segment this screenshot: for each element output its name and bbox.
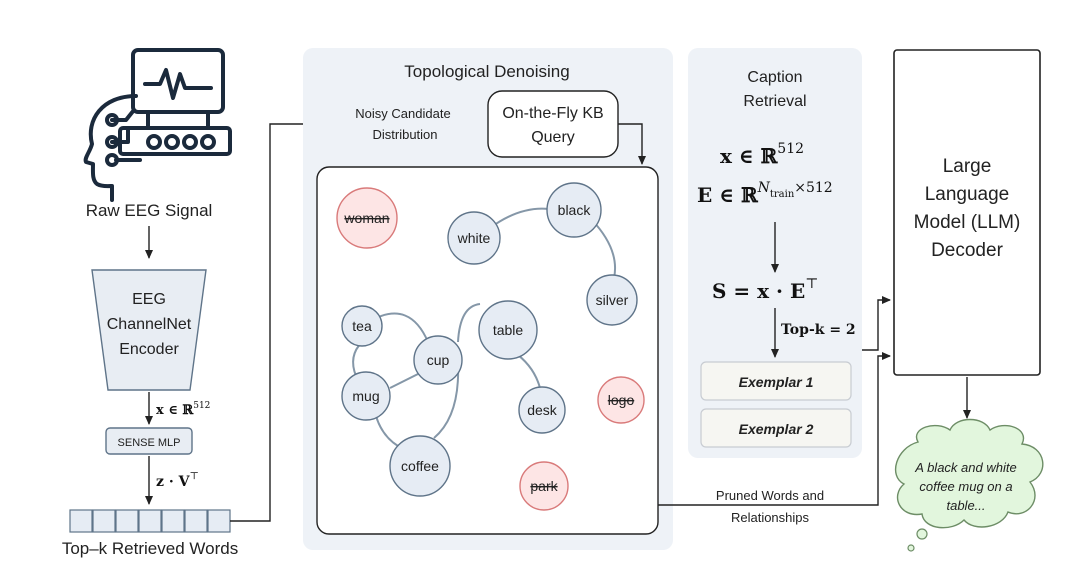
node-label-tea: tea xyxy=(352,318,372,334)
eq-e-in-rntrain: E ∈ ℝNtrain×512 xyxy=(697,180,833,207)
node-label-black: black xyxy=(558,202,592,218)
node-label-mug: mug xyxy=(352,388,379,404)
pruned-line-1: Pruned Words and xyxy=(716,488,824,503)
node-label-coffee: coffee xyxy=(401,458,439,474)
encoder-trapezoid xyxy=(91,269,207,391)
token-cell xyxy=(184,509,208,533)
kb-query-box xyxy=(487,90,619,158)
output-line-2: coffee mug on a xyxy=(919,479,1012,494)
token-cell xyxy=(207,509,231,533)
token-row xyxy=(69,509,231,533)
exemplar-1-box xyxy=(700,361,852,401)
node-silver xyxy=(586,274,638,326)
output-line-1: A black and white xyxy=(914,460,1016,475)
node-label-woman: woman xyxy=(343,210,389,226)
caption-title-2: Retrieval xyxy=(743,93,806,110)
edge-mug-coffee xyxy=(375,415,399,447)
x-in-r512-label: x ∈ ℝ512 xyxy=(156,401,210,418)
eeg-head-icon xyxy=(83,48,232,202)
node-label-logo: logo xyxy=(608,392,635,408)
noisy-line-1: Noisy Candidate xyxy=(355,106,450,121)
encoder-line-2: ChannelNet xyxy=(107,316,192,333)
graph-nodes: woman white black silver tea table cup mug desk l… xyxy=(336,182,645,511)
arrow-exemplars-to-llm xyxy=(862,296,891,351)
llm-line-1: Large xyxy=(943,156,992,177)
token-cell xyxy=(69,509,93,533)
exemplar-2-label: Exemplar 2 xyxy=(739,421,814,437)
sense-mlp-box xyxy=(105,427,193,455)
exemplar-2-box xyxy=(700,408,852,448)
llm-box xyxy=(893,49,1041,376)
node-black xyxy=(546,182,602,238)
node-tea xyxy=(341,305,383,347)
node-coffee xyxy=(389,435,451,497)
denoising-title: Topological Denoising xyxy=(404,62,569,81)
node-label-park: park xyxy=(530,478,558,494)
node-label-table: table xyxy=(493,322,524,338)
zv-label: z · V⊤ xyxy=(156,471,199,490)
cloud-bubble-2 xyxy=(907,544,915,552)
topk-label: Top-k = 2 xyxy=(781,322,856,338)
kb-line-1: On-the-Fly KB xyxy=(502,105,603,122)
node-label-silver: silver xyxy=(596,292,629,308)
encoder-line-1: EEG xyxy=(132,291,166,308)
sense-mlp-label: SENSE MLP xyxy=(118,437,181,449)
cloud-bubble-1 xyxy=(916,528,928,540)
node-mug xyxy=(341,371,391,421)
llm-line-2: Language xyxy=(925,184,1010,205)
node-woman xyxy=(336,187,398,249)
llm-line-3: Model (LLM) xyxy=(914,212,1021,233)
noisy-line-2: Distribution xyxy=(372,127,437,142)
node-label-cup: cup xyxy=(427,352,450,368)
token-cell xyxy=(115,509,139,533)
arrow-pruned-to-llm xyxy=(658,352,891,506)
node-label-white: white xyxy=(457,230,491,246)
kb-line-2: Query xyxy=(531,129,575,146)
raw-eeg-label: Raw EEG Signal xyxy=(86,201,213,220)
encoder-line-3: Encoder xyxy=(119,341,179,358)
edge-mug-cup xyxy=(389,371,423,389)
caption-title-1: Caption xyxy=(747,69,802,86)
exemplar-1-label: Exemplar 1 xyxy=(739,374,814,390)
llm-line-4: Decoder xyxy=(931,240,1003,261)
node-cup xyxy=(413,335,463,385)
output-line-3: table... xyxy=(946,498,985,513)
token-cell xyxy=(138,509,162,533)
output-cloud xyxy=(894,418,1044,529)
node-park xyxy=(519,461,569,511)
eq-x-in-r512: x ∈ ℝ512 xyxy=(720,141,804,168)
token-cell xyxy=(92,509,116,533)
eq-s-equals: S = x · E⊤ xyxy=(712,276,818,303)
arrow-kb-to-graph xyxy=(618,123,646,165)
pruned-line-2: Relationships xyxy=(731,510,810,525)
node-desk xyxy=(518,386,566,434)
node-label-desk: desk xyxy=(527,402,558,418)
node-logo xyxy=(597,376,645,424)
edge-cup-table xyxy=(457,303,481,343)
node-table xyxy=(478,300,538,360)
topk-words-label: Top–k Retrieved Words xyxy=(62,539,238,558)
node-white xyxy=(447,211,501,265)
token-cell xyxy=(161,509,185,533)
